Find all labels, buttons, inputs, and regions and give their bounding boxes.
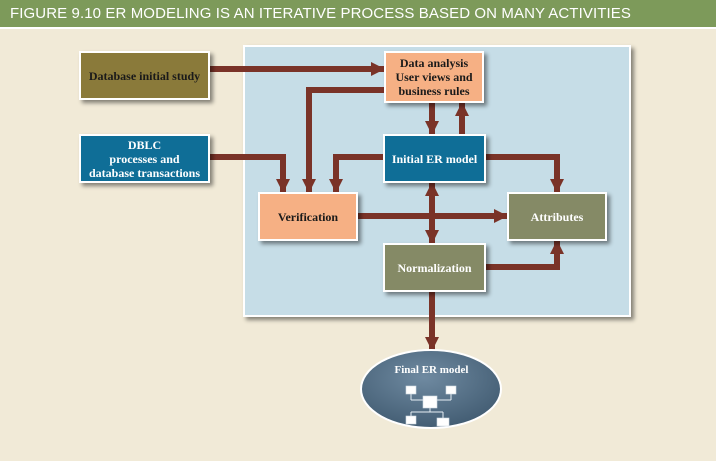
attributes-label: Attributes [530,209,584,224]
initial-er-model-label: Initial ER model [391,151,478,166]
final-er-model-graphic [360,349,502,429]
data-analysis-box: Data analysis User views and business ru… [384,51,484,103]
arrow-initial-er-to-verification [329,154,383,193]
er-diagram-icon [410,394,452,418]
figure-banner: FIGURE 9.10 ER MODELING IS AN ITERATIVE … [0,0,716,29]
attributes-box: Attributes [507,192,607,241]
arrow-dblc-to-verification [210,154,290,193]
arrow-normalization-attributes [473,240,564,274]
final-er-model-ellipse: Final ER model [359,348,504,430]
entity-icon [436,417,450,427]
final-er-model-label: Final ER model [394,364,469,376]
verification-box: Verification [258,192,358,241]
dblc-box: DBLC processes and database transactions [79,134,210,183]
database-initial-study-label: Database initial study [88,68,201,83]
database-initial-study-box: Database initial study [79,51,210,100]
normalization-label: Normalization [397,260,472,275]
figure-title: FIGURE 9.10 ER MODELING IS AN ITERATIVE … [10,5,631,22]
initial-er-model-box: Initial ER model [383,134,486,183]
entity-icon [422,395,438,409]
arrow-initial-er-attributes [473,150,564,193]
entity-icon [445,385,457,395]
arrow-data-analysis-to-verification [302,87,384,193]
verification-label: Verification [277,209,339,224]
entity-icon [405,415,417,425]
dblc-label: DBLC processes and database transactions [88,137,200,180]
normalization-box: Normalization [383,243,486,292]
entity-icon [405,385,417,395]
data-analysis-label: Data analysis User views and business ru… [395,56,473,98]
